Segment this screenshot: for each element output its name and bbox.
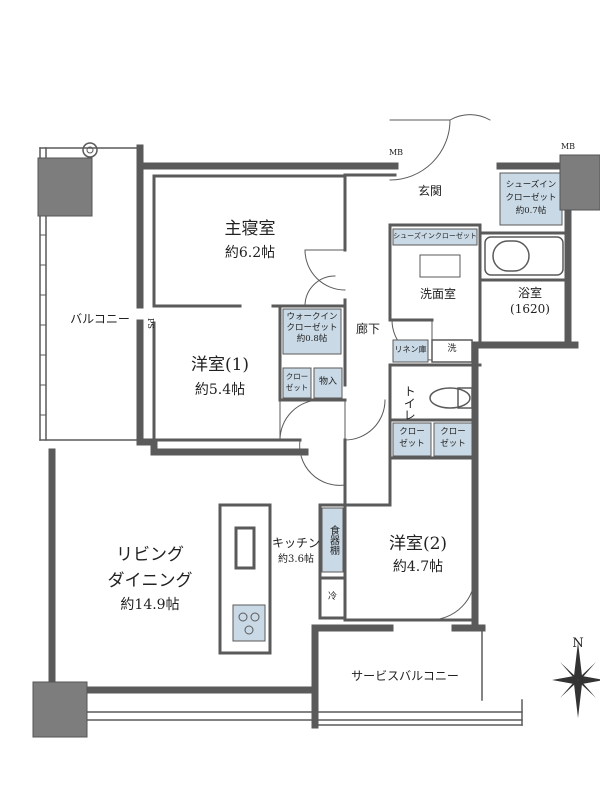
closet-b-line1: クロー	[440, 427, 466, 437]
service-balcony-label: サービスバルコニー	[351, 669, 459, 683]
exterior-walls	[48, 144, 579, 729]
kitchen-area: 約3.6帖	[278, 554, 314, 565]
linen-label: リネン庫	[394, 345, 427, 354]
bath-name: 浴室	[517, 286, 542, 300]
columns	[32, 154, 600, 738]
linen-fill	[392, 339, 429, 363]
closet-w1-line2: ゼット	[285, 383, 309, 392]
living-line1: リビング	[116, 545, 184, 565]
column-top-left	[37, 157, 93, 217]
storage-mono-label: 物入	[318, 377, 337, 387]
column-bottom-left	[32, 681, 88, 738]
closet-w1-line1: クロー	[285, 372, 309, 381]
closet-a-line1: クロー	[399, 427, 425, 437]
walkin-closet-fill	[282, 308, 342, 355]
mb-marker-1: MB	[388, 148, 404, 157]
balcony-drain	[82, 142, 98, 158]
master-bedroom-name: 主寝室	[224, 219, 276, 239]
closet-w1-fill	[282, 367, 312, 399]
walkin-closet-line2: クローゼット	[286, 323, 338, 333]
toilet-label: トイレ	[402, 385, 417, 421]
pantry-fill	[321, 507, 344, 573]
shoes-ic-inner-label: シューズインクローゼット	[393, 232, 477, 240]
walkin-closet-line1: ウォークイン	[286, 312, 338, 322]
shoes-ic-line2: クローゼット	[505, 193, 557, 203]
north-marker: N	[572, 636, 584, 651]
ps-marker: PS	[145, 317, 155, 329]
compass-icon	[552, 642, 600, 718]
closet-b-fill	[433, 422, 473, 457]
stove	[232, 604, 266, 642]
closet-b-line2: ゼット	[440, 439, 466, 449]
closet-a-fill	[392, 422, 432, 457]
pantry-label: 食器棚	[327, 525, 339, 555]
wash-basin	[419, 254, 461, 278]
western1-name: 洋室(1)	[190, 355, 250, 375]
storage-fills	[282, 172, 563, 573]
fridge-label: 冷	[327, 592, 337, 602]
western2-area: 約4.7帖	[392, 559, 444, 575]
bath-size: (1620)	[510, 302, 550, 316]
western2-name: 洋室(2)	[388, 534, 448, 554]
living-line2: ダイニング	[107, 571, 193, 591]
hallway-label: 廊下	[355, 322, 380, 336]
master-bedroom-area: 約6.2帖	[224, 245, 276, 261]
entrance-label: 玄関	[417, 184, 442, 198]
balcony-label: バルコニー	[70, 312, 130, 326]
bath-fixtures	[429, 236, 564, 409]
wash-mark: 洗	[447, 344, 457, 354]
mb-marker-2: MB	[560, 142, 576, 151]
shoes-ic-line1: シューズイン	[505, 180, 557, 190]
shoes-ic-area: 約0.7帖	[515, 206, 547, 216]
washroom-label: 洗面室	[419, 287, 456, 301]
living-area: 約14.9帖	[120, 597, 180, 613]
storage-mono-fill	[313, 367, 343, 399]
shoes-ic-fill	[499, 172, 563, 226]
closet-a-line2: ゼット	[399, 439, 425, 449]
door-swings	[279, 114, 491, 621]
shoes-ic-inner-fill	[392, 228, 478, 246]
western1-area: 約5.4帖	[194, 382, 246, 398]
walkin-closet-area: 約0.8帖	[296, 334, 328, 344]
interior-walls	[152, 173, 570, 655]
column-top-right	[559, 154, 600, 211]
kitchen-name: キッチン	[271, 536, 320, 550]
